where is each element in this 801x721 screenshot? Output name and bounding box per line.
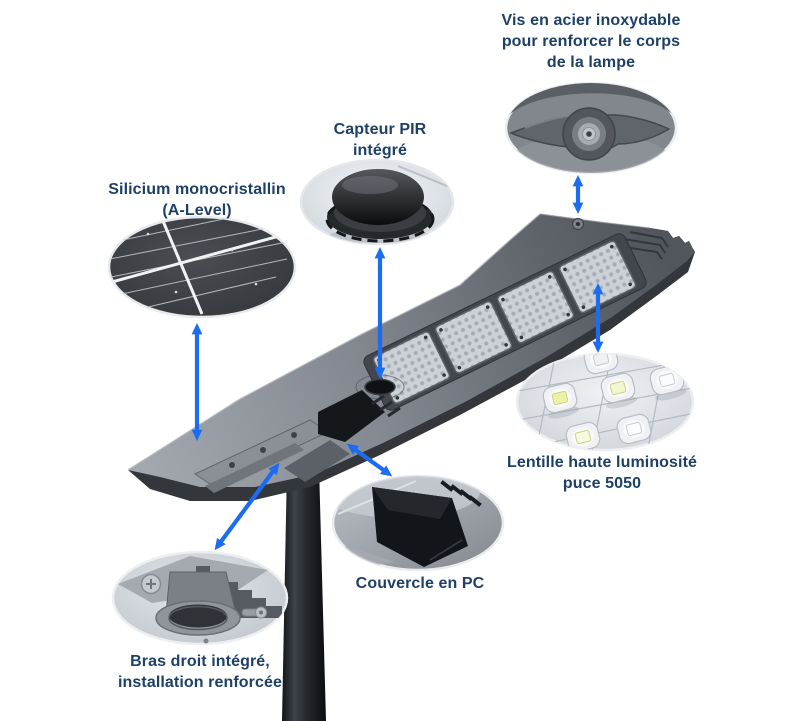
led-panel — [558, 240, 637, 314]
callout-label-lentille: Lentille haute luminosité puce 5050 — [452, 452, 752, 494]
label-line: Lentille haute luminosité — [506, 454, 698, 471]
label-line: Vis en acier inoxydable — [501, 12, 681, 29]
lamp-edge-highlight — [127, 213, 541, 471]
lamp-edge-highlight — [539, 213, 651, 229]
label-line: Silicium monocristallin — [108, 181, 286, 198]
bracket-screw-icon — [140, 573, 162, 595]
callout-label-silicium: Silicium monocristallin (A-Level) — [52, 179, 342, 221]
label-line: Bras droit intégré, — [130, 653, 270, 670]
callout-label-capteur-pir: Capteur PIR intégré — [270, 119, 490, 161]
callout-label-vis-acier: Vis en acier inoxydable pour renforcer l… — [441, 10, 741, 73]
callout-label-bras-droit: Bras droit intégré, installation renforc… — [50, 651, 350, 693]
pc-cover-detail-photo — [331, 474, 505, 572]
label-line: installation renforcée — [117, 674, 283, 691]
label-line: Couvercle en PC — [355, 575, 485, 592]
arm-bracket-arrow — [214, 462, 280, 551]
solar-panel-detail-photo — [107, 215, 297, 319]
pc-cover-arrow — [346, 443, 393, 477]
bracket-pin-icon — [241, 606, 267, 619]
label-line: intégré — [352, 142, 408, 159]
callout-arrows — [191, 174, 604, 551]
arm-bracket-detail-photo — [111, 550, 289, 646]
cover-vents — [440, 480, 482, 507]
led-panel — [496, 270, 575, 344]
label-line: de la lampe — [546, 54, 636, 71]
body-screw-icon — [571, 217, 585, 231]
pir-sensor-detail-photo — [299, 158, 455, 246]
label-line: pour renforcer le corps — [501, 33, 681, 50]
vent-slots — [371, 394, 401, 418]
led-lens-bump — [542, 354, 687, 450]
corner-fins — [617, 231, 669, 260]
label-line: Capteur PIR — [333, 121, 427, 138]
street-lamp — [127, 213, 695, 721]
led-panel — [434, 300, 513, 374]
label-line: puce 5050 — [562, 475, 642, 492]
label-line: (A-Level) — [162, 202, 232, 219]
pc-cover-opening — [318, 390, 401, 442]
screw-detail-photo — [504, 81, 678, 175]
callout-label-couvercle: Couvercle en PC — [300, 573, 540, 594]
